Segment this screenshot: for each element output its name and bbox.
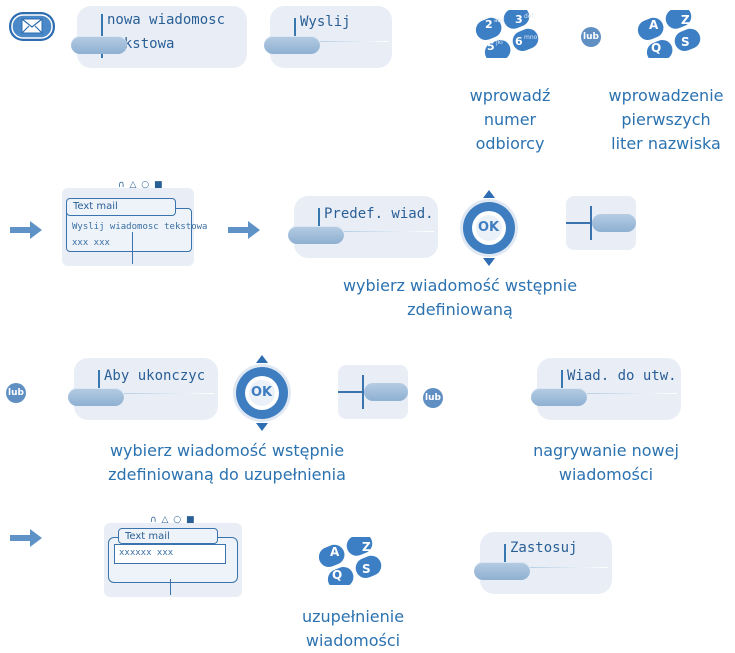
caption-complete-message: uzupełnienie wiadomości <box>278 605 428 653</box>
softkey-line <box>590 206 592 240</box>
or-badge: lub <box>581 27 601 47</box>
caption-line: wiadomości <box>558 465 654 484</box>
phone-screen-preview: ∩ △ ○ ■ Text mail Wyslij wiadomosc tekst… <box>62 180 207 266</box>
ok-navigator-button[interactable]: OK <box>456 188 522 272</box>
caption-line: pierwszych <box>621 110 711 129</box>
ok-label: OK <box>251 385 273 400</box>
status-icons: ∩ △ ○ ■ <box>150 515 196 525</box>
caption-record-new: nagrywanie nowej wiadomości <box>506 439 706 487</box>
softkey-label: Wyslij <box>300 14 351 30</box>
screen-divider <box>170 579 171 595</box>
softkey-line <box>362 375 364 409</box>
screen-tab: Text mail <box>118 528 218 544</box>
key-digit: 3 <box>515 13 523 26</box>
softkey-divider <box>504 544 506 564</box>
apply-softkey[interactable]: Zastosuj <box>474 532 612 594</box>
key-letter: S <box>681 35 690 49</box>
letter-keypad-icon[interactable]: A Z Q S <box>316 533 386 590</box>
softkey-button[interactable] <box>592 214 636 232</box>
key-letter: Z <box>681 13 690 27</box>
key-digit: 6 <box>515 35 523 48</box>
softkey-highlight <box>530 567 608 568</box>
key-letters: def <box>524 13 534 20</box>
screen-tab: Text mail <box>66 198 176 216</box>
softkey-label: Predef. wiad. <box>324 206 434 222</box>
ok-label: OK <box>478 220 500 235</box>
caption-enter-letters: wprowadzenie pierwszych liter nazwiska <box>597 84 735 156</box>
softkey-line <box>338 391 362 393</box>
caption-choose-to-complete: wybierz wiadomość wstępnie zdefiniowaną … <box>82 439 372 487</box>
softkey-label-line2: tekstowa <box>107 36 175 52</box>
softkey-line <box>566 222 590 224</box>
softkey-divider <box>318 208 320 228</box>
caption-line: zdefiniowaną do uzupełnienia <box>108 465 346 484</box>
message-field-text: xxxxxx xxx <box>119 548 174 558</box>
arrow-right-icon <box>10 221 42 239</box>
side-softkey[interactable] <box>566 196 636 250</box>
softkey-label: Wiad. do utw. <box>567 368 677 384</box>
softkey-highlight <box>320 41 388 42</box>
or-badge: lub <box>423 388 443 408</box>
key-letter: Z <box>362 540 371 554</box>
to-complete-softkey[interactable]: Aby ukonczyc <box>68 358 218 420</box>
caption-line: liter nazwiska <box>611 134 721 153</box>
key-letter: Q <box>651 41 662 55</box>
new-text-message-softkey[interactable]: nowa wiadomosc tekstowa <box>71 6 247 68</box>
softkey-button[interactable] <box>68 388 124 406</box>
predefined-message-softkey[interactable]: Predef. wiad. <box>288 196 438 258</box>
softkey-divider <box>294 18 296 38</box>
key-letter: Q <box>332 568 343 582</box>
caption-enter-number: wprowadź numer odbiorcy <box>435 84 585 156</box>
caption-line: numer <box>483 110 537 129</box>
key-letter: A <box>649 18 659 32</box>
softkey-highlight <box>587 393 677 394</box>
caption-line: nagrywanie nowej <box>533 441 679 460</box>
key-digit: 5 <box>487 40 495 53</box>
key-digit: 2 <box>485 18 493 31</box>
key-letter: S <box>362 562 371 576</box>
softkey-label: Zastosuj <box>510 540 578 556</box>
arrow-right-icon <box>10 529 42 547</box>
numeric-keypad-icon[interactable]: 2 abc 3 def 5 jkl 6 mno <box>473 6 543 63</box>
softkey-label-line1: nowa wiadomosc <box>107 12 226 28</box>
caption-line: wiadomości <box>305 631 401 650</box>
phone-screen-edit: ∩ △ ○ ■ Text mail xxxxxx xxx <box>104 515 242 597</box>
screen-divider <box>132 232 133 264</box>
softkey-button[interactable] <box>264 36 320 54</box>
caption-choose-predefined: wybierz wiadomość wstępnie zdefiniowaną <box>320 274 600 322</box>
envelope-icon[interactable] <box>8 11 56 42</box>
softkey-label: Aby ukonczyc <box>104 368 206 384</box>
screen-text-line2: xxx xxx <box>72 238 110 248</box>
caption-line: wybierz wiadomość wstępnie <box>342 276 578 295</box>
key-letters: jkl <box>496 39 503 46</box>
softkey-button[interactable] <box>288 226 344 244</box>
caption-line: odbiorcy <box>475 134 545 153</box>
softkey-divider <box>561 370 563 390</box>
key-letter: A <box>330 545 340 559</box>
caption-line: wybierz wiadomość wstępnie <box>109 441 345 460</box>
or-badge: lub <box>6 383 26 403</box>
softkey-highlight <box>124 393 214 394</box>
softkey-button[interactable] <box>364 383 408 401</box>
send-softkey[interactable]: Wyslij <box>264 6 392 68</box>
message-edit-field[interactable]: xxxxxx xxx <box>114 544 226 564</box>
create-message-softkey[interactable]: Wiad. do utw. <box>531 358 681 420</box>
caption-line: uzupełnienie <box>301 607 405 626</box>
status-icons: ∩ △ ○ ■ <box>118 180 164 190</box>
screen-text-line1: Wyslij wiadomosc tekstowa <box>72 222 208 232</box>
softkey-divider <box>98 370 100 390</box>
arrow-right-icon <box>228 221 260 239</box>
caption-line: zdefiniowaną <box>407 300 513 319</box>
caption-line: wprowadź <box>469 86 551 105</box>
side-softkey[interactable] <box>338 365 408 419</box>
softkey-highlight <box>344 231 434 232</box>
ok-navigator-button[interactable]: OK <box>229 353 295 437</box>
caption-line: wprowadzenie <box>608 86 724 105</box>
softkey-button[interactable] <box>531 388 587 406</box>
key-letters: abc <box>494 17 505 24</box>
key-letters: mno <box>524 34 538 41</box>
softkey-button[interactable] <box>474 562 530 580</box>
letter-keypad-icon[interactable]: A Z Q S <box>635 6 705 63</box>
softkey-button[interactable] <box>71 36 127 54</box>
